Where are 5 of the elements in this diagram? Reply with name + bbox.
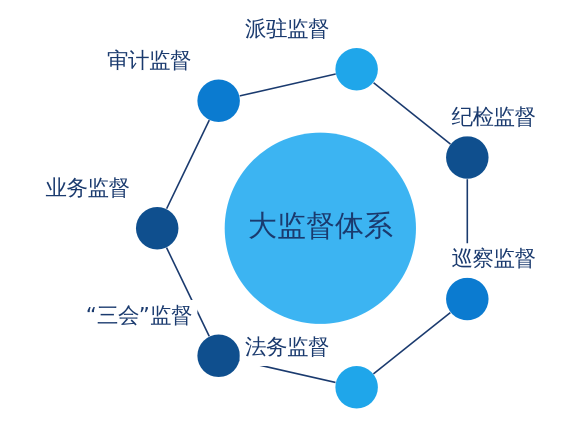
node-label: 派驻监督 [244, 16, 329, 42]
node-text: “三会”监督 [85, 303, 192, 328]
node-text: 纪检监督 [450, 105, 535, 130]
node-label: 业务监督 [45, 176, 130, 201]
node-label: 审计监督 [106, 48, 191, 74]
